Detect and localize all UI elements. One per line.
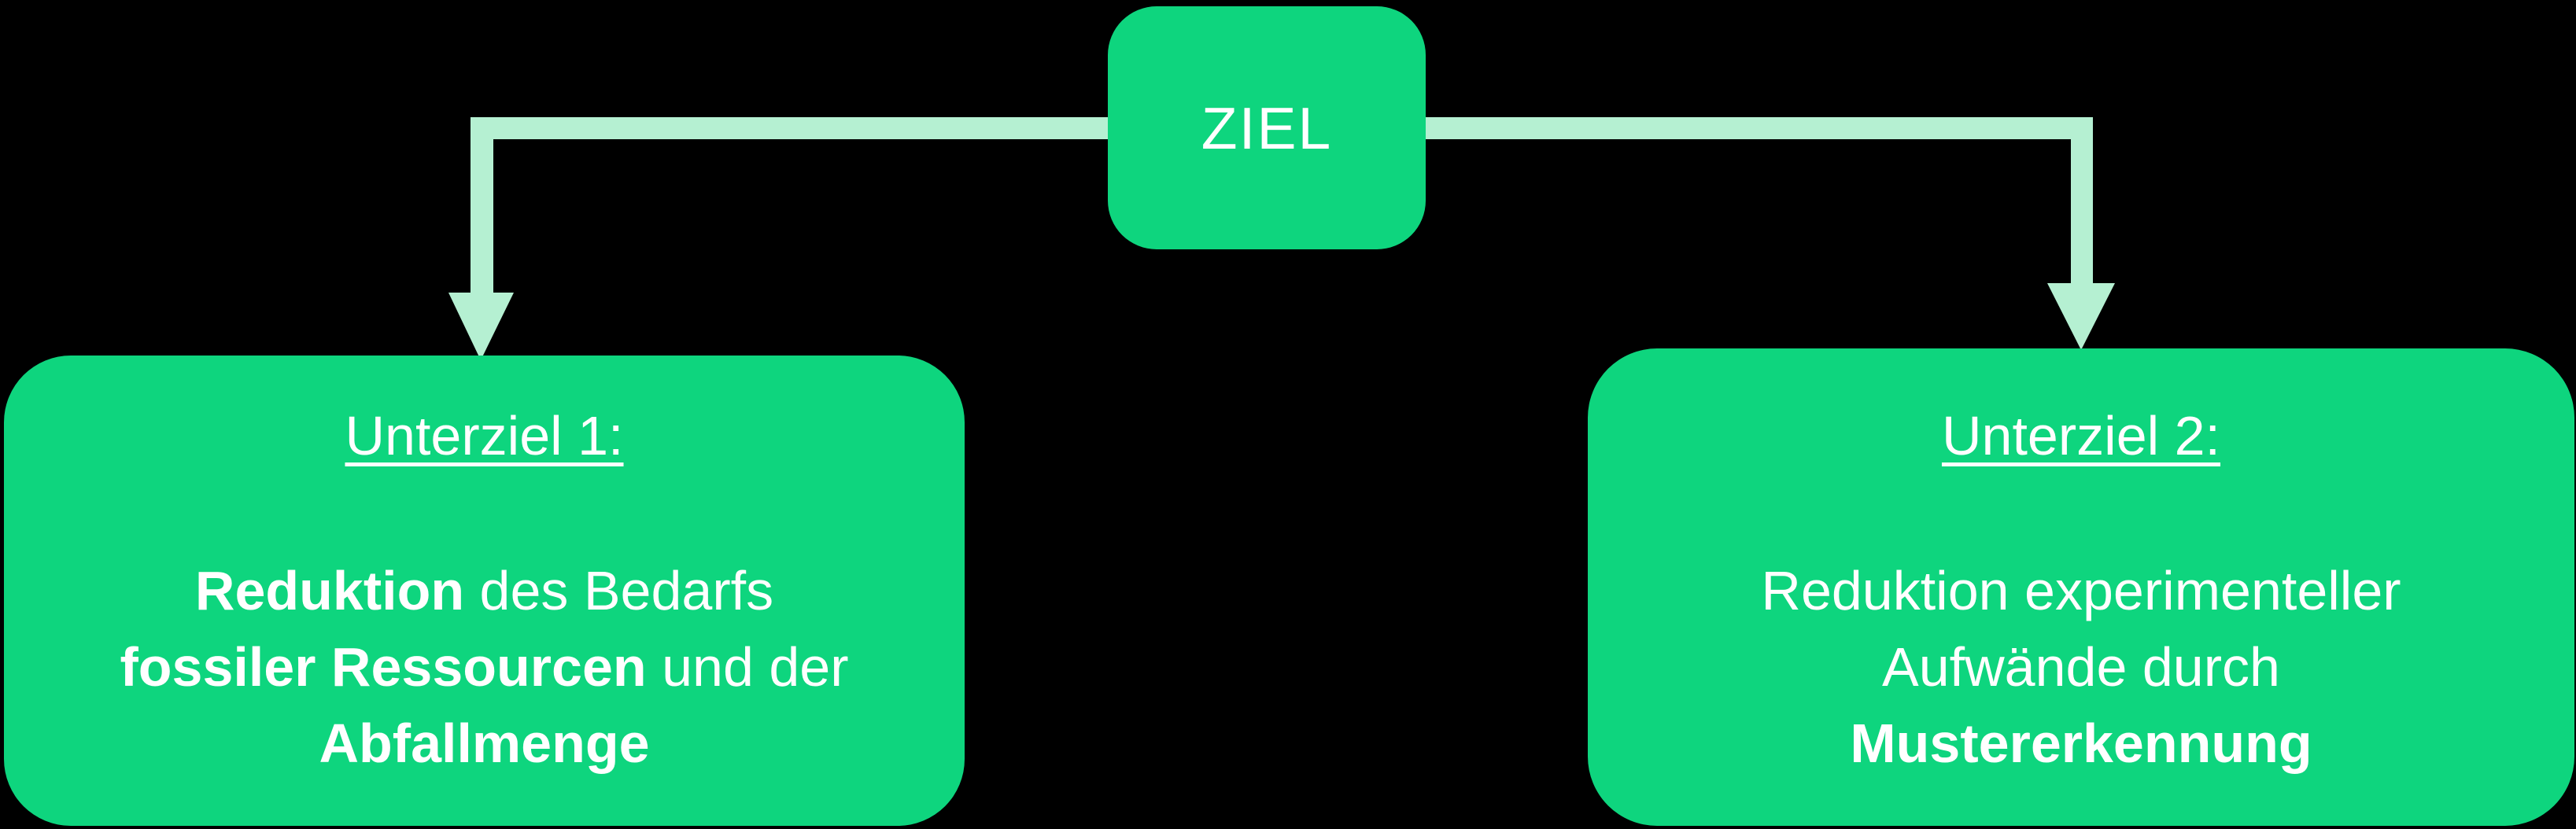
subgoal1-line-3: Abfallmenge (4, 706, 965, 782)
subgoal1-line-1-rest: des Bedarfs (464, 560, 774, 621)
subgoal2-line-3-bold: Mustererkennung (1850, 713, 2312, 774)
goal-node: ZIEL (1108, 6, 1426, 249)
subgoal1-line-2-bold: fossiler Ressourcen (120, 636, 647, 698)
subgoal1-heading: Unterziel 1: (4, 398, 965, 474)
subgoal1-line-3-bold: Abfallmenge (319, 713, 650, 774)
subgoal1-node: Unterziel 1: Reduktion des Bedarfs fossi… (4, 356, 965, 826)
subgoal1-line-1: Reduktion des Bedarfs (4, 553, 965, 629)
subgoal1-line-2: fossiler Ressourcen und der (4, 629, 965, 706)
right-arrowhead-icon (2047, 283, 2115, 350)
subgoal1-text: Reduktion des Bedarfs fossiler Ressource… (4, 553, 965, 782)
subgoal2-heading: Unterziel 2: (1588, 398, 2574, 474)
goal-label: ZIEL (1201, 94, 1333, 161)
subgoal2-line-2: Aufwände durch (1588, 629, 2574, 706)
subgoal2-text: Reduktion experimenteller Aufwände durch… (1588, 553, 2574, 782)
subgoal2-node: Unterziel 2: Reduktion experimenteller A… (1588, 348, 2574, 826)
subgoal2-line-1: Reduktion experimenteller (1588, 553, 2574, 629)
subgoal1-line-2-rest: und der (646, 636, 849, 698)
left-arrowhead-icon (448, 293, 514, 360)
subgoal1-line-1-bold: Reduktion (194, 560, 465, 621)
subgoal2-heading-label: Unterziel 2: (1941, 405, 2221, 466)
subgoal1-heading-label: Unterziel 1: (345, 405, 624, 466)
right-arrow (1267, 117, 2115, 350)
subgoal2-line-3: Mustererkennung (1588, 706, 2574, 782)
subgoal2-line-2-text: Aufwände durch (1882, 636, 2280, 698)
subgoal2-line-1-text: Reduktion experimenteller (1761, 560, 2401, 621)
